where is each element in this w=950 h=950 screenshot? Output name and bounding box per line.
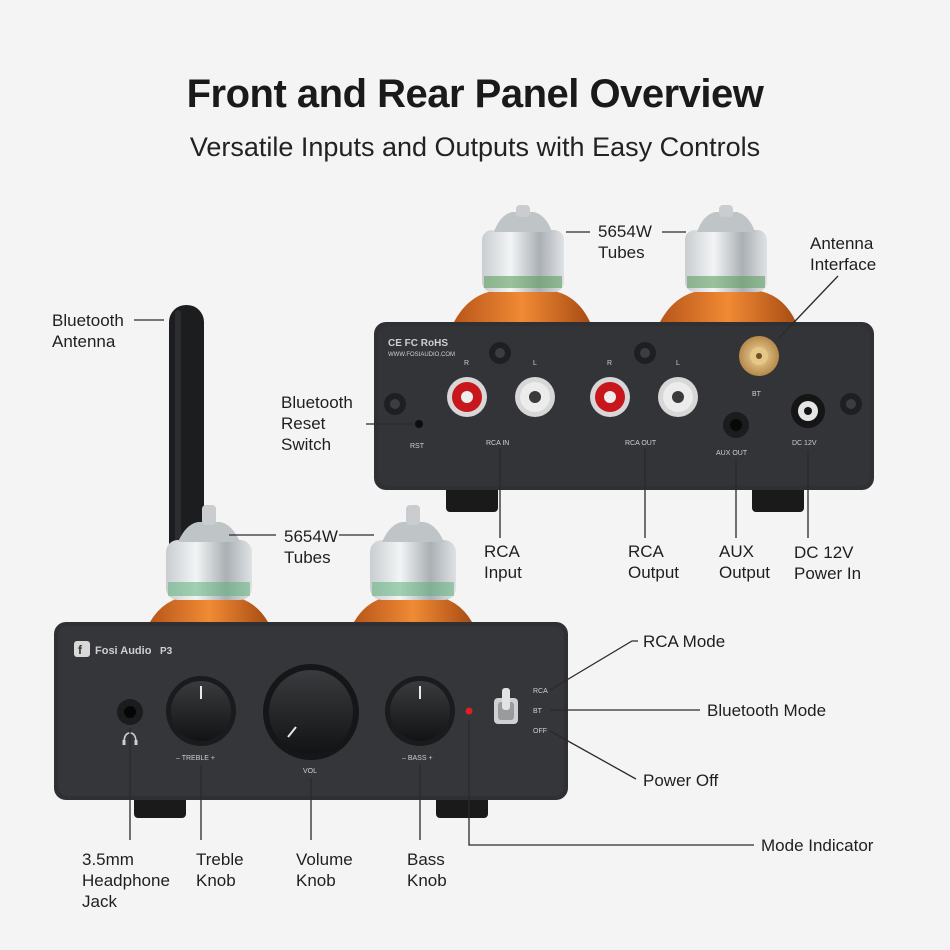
callout-bluetooth-mode: Bluetooth Mode <box>707 701 827 720</box>
rca-in-right-jack <box>447 377 487 417</box>
callout-power-off: Power Off <box>643 771 719 790</box>
rca-out-l-label: L <box>676 360 680 367</box>
page-title: Front and Rear Panel Overview <box>186 72 764 116</box>
rca-in-left-jack <box>515 377 555 417</box>
callout-mode-indicator: Mode Indicator <box>761 836 874 855</box>
rear-unit: CE FC RoHS WWW.FOSIAUDIO.COM R L R L RCA… <box>374 205 874 512</box>
leader-lines <box>129 231 839 846</box>
rca-out-right-jack <box>590 377 630 417</box>
svg-text:f: f <box>78 643 83 657</box>
volume-knob <box>263 664 359 760</box>
bass-knob <box>385 676 455 746</box>
rear-tube-left <box>454 205 590 322</box>
brand-name: Fosi Audio <box>95 645 152 657</box>
front-unit: f Fosi Audio P3 – TREBLE + VOL <box>54 305 568 818</box>
bt-label: BT <box>752 391 762 398</box>
certification-marks: CE FC RoHS <box>388 338 448 349</box>
rear-tube-right <box>660 205 796 322</box>
headphone-jack <box>117 699 143 725</box>
page-subtitle: Versatile Inputs and Outputs with Easy C… <box>189 132 761 162</box>
rst-label: RST <box>410 443 425 450</box>
front-tube-left <box>150 505 268 622</box>
rca-out-r-label: R <box>607 360 612 367</box>
mode-toggle-switch <box>494 688 518 724</box>
rca-in-label: RCA IN <box>486 440 509 447</box>
treble-knob <box>166 676 236 746</box>
front-tube-right <box>354 505 472 622</box>
model-name: P3 <box>160 646 173 657</box>
fosi-logo-icon <box>74 641 90 657</box>
treble-label: – TREBLE + <box>176 755 215 762</box>
volume-label: VOL <box>303 768 317 775</box>
bluetooth-antenna <box>169 305 204 565</box>
mode-rca-label: RCA <box>533 688 548 695</box>
rca-out-label: RCA OUT <box>625 440 657 447</box>
website-text: WWW.FOSIAUDIO.COM <box>388 352 455 358</box>
bass-label: – BASS + <box>402 755 433 762</box>
antenna-connector <box>739 336 779 376</box>
rca-in-r-label: R <box>464 360 469 367</box>
rca-in-l-label: L <box>533 360 537 367</box>
rca-out-left-jack <box>658 377 698 417</box>
mode-bt-label: BT <box>533 708 543 715</box>
dc-label: DC 12V <box>792 440 817 447</box>
callout-rca-mode: RCA Mode <box>643 632 726 651</box>
mode-indicator-led <box>465 707 473 715</box>
reset-button <box>415 420 423 428</box>
aux-out-label: AUX OUT <box>716 450 748 457</box>
mode-off-label: OFF <box>533 728 547 735</box>
